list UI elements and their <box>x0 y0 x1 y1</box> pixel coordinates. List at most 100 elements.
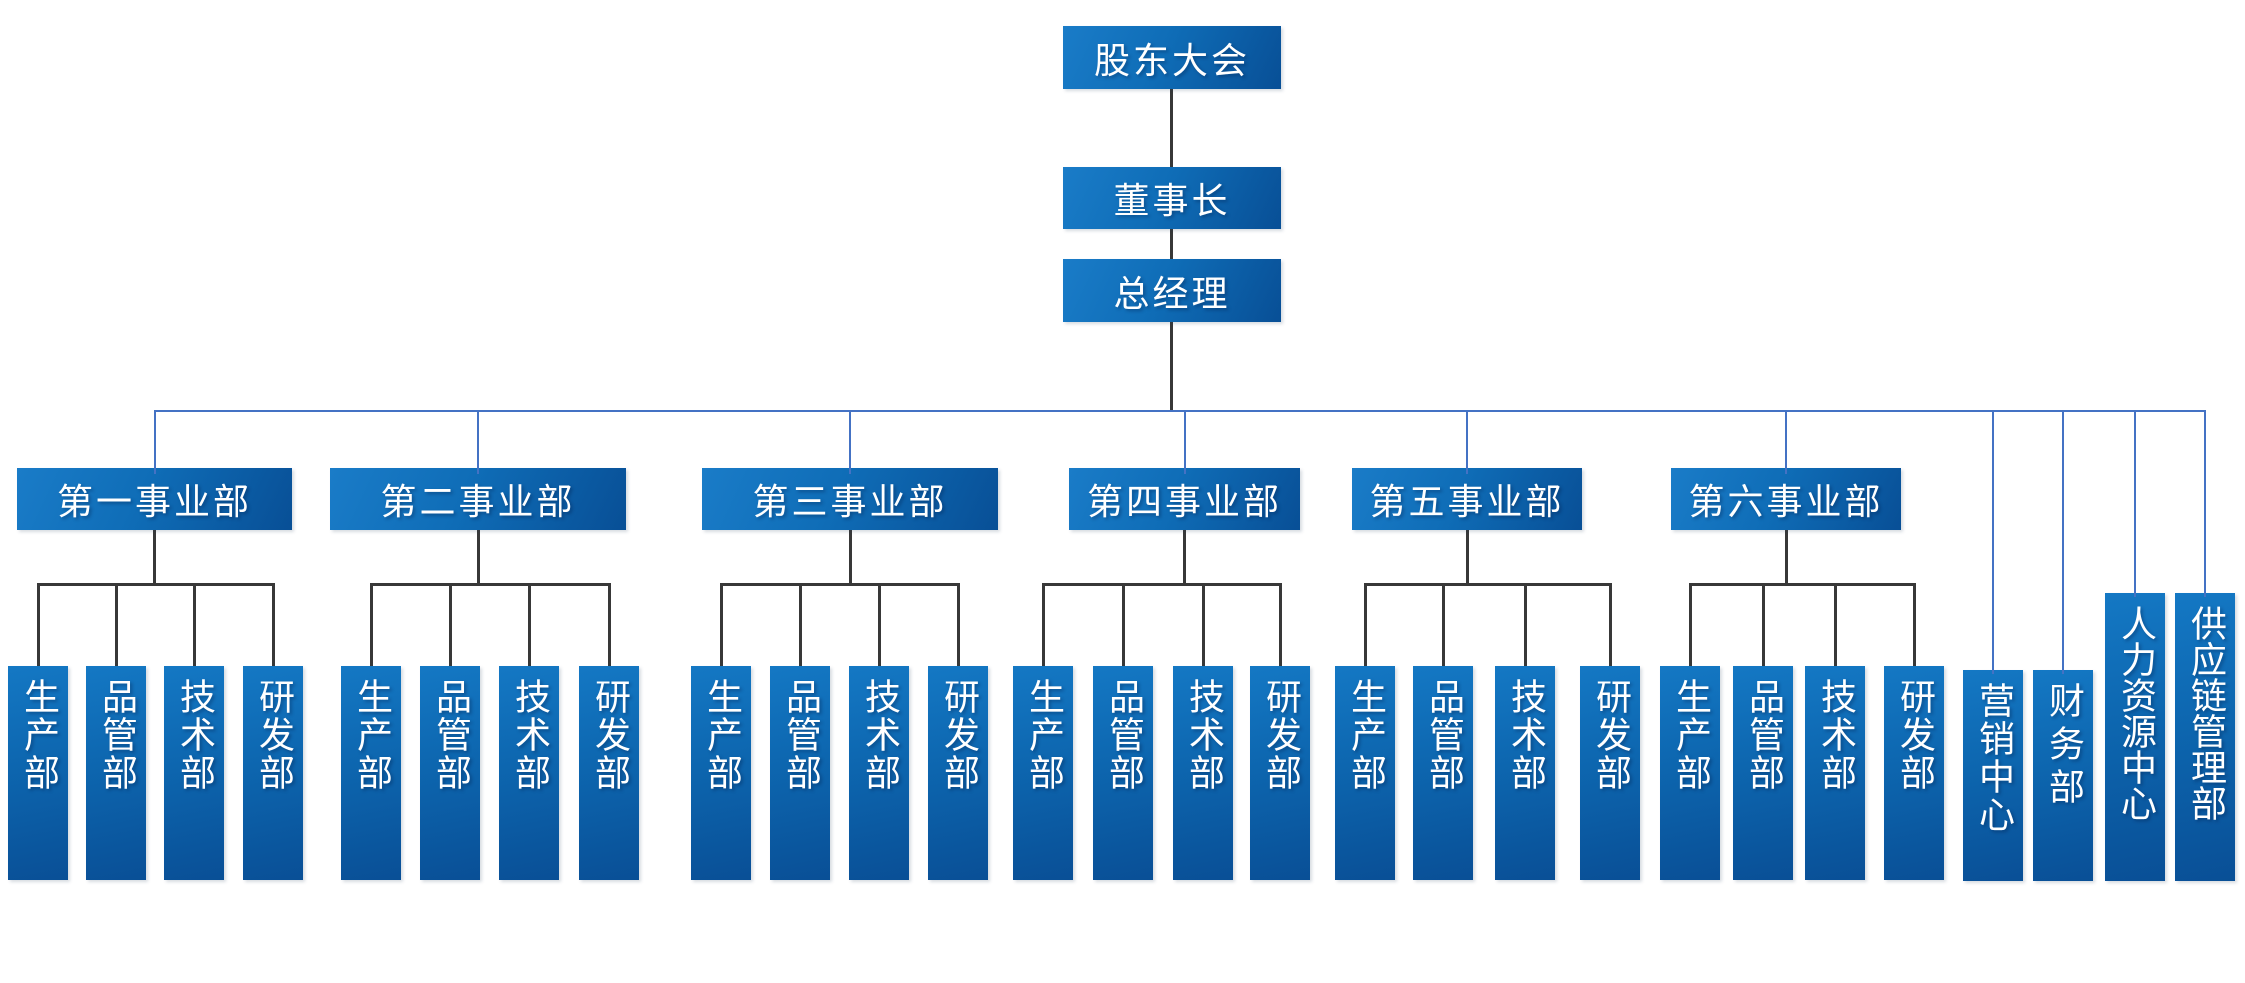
division-4-production-dept-drop-line <box>1041 583 1045 666</box>
division-6-production-dept-box: 生产部 <box>1660 666 1720 880</box>
division-4-trunk-line <box>1183 530 1186 583</box>
division-2-production-dept-box-label: 生产部 <box>351 678 392 792</box>
division-2-technology-dept-drop-line <box>527 583 531 666</box>
division-6-trunk-line <box>1784 530 1788 583</box>
division-4-technology-dept-drop-line <box>1201 583 1205 666</box>
division-3-quality-control-dept-box-label: 品管部 <box>780 678 821 792</box>
marketing-center-box-label: 营销中心 <box>1973 682 2014 834</box>
division-4-production-dept-box-label: 生产部 <box>1023 678 1064 792</box>
division-2-drop-line <box>477 411 479 474</box>
division-2-technology-dept-box: 技术部 <box>499 666 559 880</box>
division-3-rd-dept-drop-line <box>956 583 960 666</box>
division-1-drop-line <box>153 411 156 474</box>
division-4-production-dept-box: 生产部 <box>1013 666 1073 880</box>
division-6-rd-dept-box: 研发部 <box>1884 666 1944 880</box>
finance-department-drop-line <box>2062 411 2064 674</box>
division-5-quality-control-dept-box: 品管部 <box>1413 666 1473 880</box>
division-5-box: 第五事业部 <box>1352 468 1582 530</box>
connector-shareholders-chairman-line <box>1170 89 1173 167</box>
division-3-technology-dept-box: 技术部 <box>849 666 909 880</box>
division-3-technology-dept-drop-line <box>877 583 881 666</box>
division-1-quality-control-dept-box: 品管部 <box>86 666 146 880</box>
division-4-technology-dept-box-label: 技术部 <box>1183 678 1224 792</box>
division-1-technology-dept-box-label: 技术部 <box>174 678 215 792</box>
division-4-quality-control-dept-box-label: 品管部 <box>1103 678 1144 792</box>
division-2-trunk-line <box>476 530 480 583</box>
division-1-rd-dept-box: 研发部 <box>243 666 303 880</box>
division-1-production-dept-drop-line <box>36 583 40 666</box>
division-1-trunk-line <box>153 530 156 583</box>
division-2-rd-dept-box-label: 研发部 <box>589 678 630 792</box>
division-5-production-dept-box: 生产部 <box>1335 666 1395 880</box>
connector-gm-trunk-line <box>1170 322 1173 411</box>
division-3-trunk-line <box>848 530 852 583</box>
division-6-rd-dept-box-label: 研发部 <box>1894 678 1935 792</box>
division-1-quality-control-dept-box-label: 品管部 <box>96 678 137 792</box>
division-6-quality-control-dept-box-label: 品管部 <box>1743 678 1784 792</box>
division-3-production-dept-drop-line <box>719 583 723 666</box>
division-2-rd-dept-box: 研发部 <box>579 666 639 880</box>
division-3-production-dept-box: 生产部 <box>691 666 751 880</box>
division-1-subtree-bar <box>36 583 275 586</box>
division-1-rd-dept-box-label: 研发部 <box>253 678 294 792</box>
division-4-box: 第四事业部 <box>1069 468 1300 530</box>
division-6-production-dept-box-label: 生产部 <box>1670 678 1711 792</box>
division-6-rd-dept-drop-line <box>1912 583 1916 666</box>
division-5-quality-control-dept-box-label: 品管部 <box>1423 678 1464 792</box>
division-4-rd-dept-box-label: 研发部 <box>1260 678 1301 792</box>
division-3-subtree-bar <box>719 583 960 586</box>
division-5-technology-dept-box-label: 技术部 <box>1505 678 1546 792</box>
division-1-production-dept-box-label: 生产部 <box>18 678 59 792</box>
division-4-quality-control-dept-drop-line <box>1121 583 1125 666</box>
hr-center-drop-line <box>2134 411 2136 597</box>
division-3-rd-dept-box-label: 研发部 <box>938 678 979 792</box>
division-5-subtree-bar <box>1363 583 1612 586</box>
division-5-rd-dept-drop-line <box>1608 583 1612 666</box>
division-2-subtree-bar <box>369 583 611 586</box>
division-5-quality-control-dept-drop-line <box>1441 583 1445 666</box>
division-1-production-dept-box: 生产部 <box>8 666 68 880</box>
division-5-production-dept-box-label: 生产部 <box>1345 678 1386 792</box>
division-2-technology-dept-box-label: 技术部 <box>509 678 550 792</box>
division-5-production-dept-drop-line <box>1363 583 1367 666</box>
finance-department-box: 财务部 <box>2033 670 2093 881</box>
hr-center-box-label: 人力资源中心 <box>2115 605 2156 821</box>
supply-chain-management-box: 供应链管理部 <box>2175 593 2235 881</box>
division-2-production-dept-drop-line <box>369 583 373 666</box>
division-5-rd-dept-box: 研发部 <box>1580 666 1640 880</box>
hr-center-box: 人力资源中心 <box>2105 593 2165 881</box>
division-6-drop-line <box>1785 411 1787 474</box>
division-5-rd-dept-box-label: 研发部 <box>1590 678 1631 792</box>
division-6-production-dept-drop-line <box>1688 583 1692 666</box>
division-1-quality-control-dept-drop-line <box>114 583 118 666</box>
division-6-box: 第六事业部 <box>1671 468 1901 530</box>
division-6-technology-dept-box-label: 技术部 <box>1815 678 1856 792</box>
division-6-technology-dept-drop-line <box>1833 583 1837 666</box>
finance-department-box-label: 财务部 <box>2043 682 2084 811</box>
division-2-quality-control-dept-box-label: 品管部 <box>430 678 471 792</box>
division-4-rd-dept-drop-line <box>1278 583 1282 666</box>
division-2-rd-dept-drop-line <box>607 583 611 666</box>
division-1-technology-dept-drop-line <box>192 583 196 666</box>
division-1-rd-dept-drop-line <box>271 583 275 666</box>
connector-chairman-gm-line <box>1170 229 1173 259</box>
division-5-trunk-line <box>1465 530 1469 583</box>
division-1-technology-dept-box: 技术部 <box>164 666 224 880</box>
division-3-quality-control-dept-drop-line <box>798 583 802 666</box>
division-3-technology-dept-box-label: 技术部 <box>859 678 900 792</box>
division-3-rd-dept-box: 研发部 <box>928 666 988 880</box>
division-5-technology-dept-drop-line <box>1523 583 1527 666</box>
division-3-box: 第三事业部 <box>702 468 998 530</box>
division-2-box: 第二事业部 <box>330 468 626 530</box>
division-4-rd-dept-box: 研发部 <box>1250 666 1310 880</box>
division-4-subtree-bar <box>1041 583 1282 586</box>
supply-chain-management-box-label: 供应链管理部 <box>2185 605 2226 821</box>
division-3-drop-line <box>849 411 851 474</box>
division-1-box: 第一事业部 <box>17 468 292 530</box>
division-3-production-dept-box-label: 生产部 <box>701 678 742 792</box>
division-6-subtree-bar <box>1688 583 1916 586</box>
node-general-manager: 总经理 <box>1063 259 1281 322</box>
division-4-drop-line <box>1183 411 1186 474</box>
division-4-technology-dept-box: 技术部 <box>1173 666 1233 880</box>
